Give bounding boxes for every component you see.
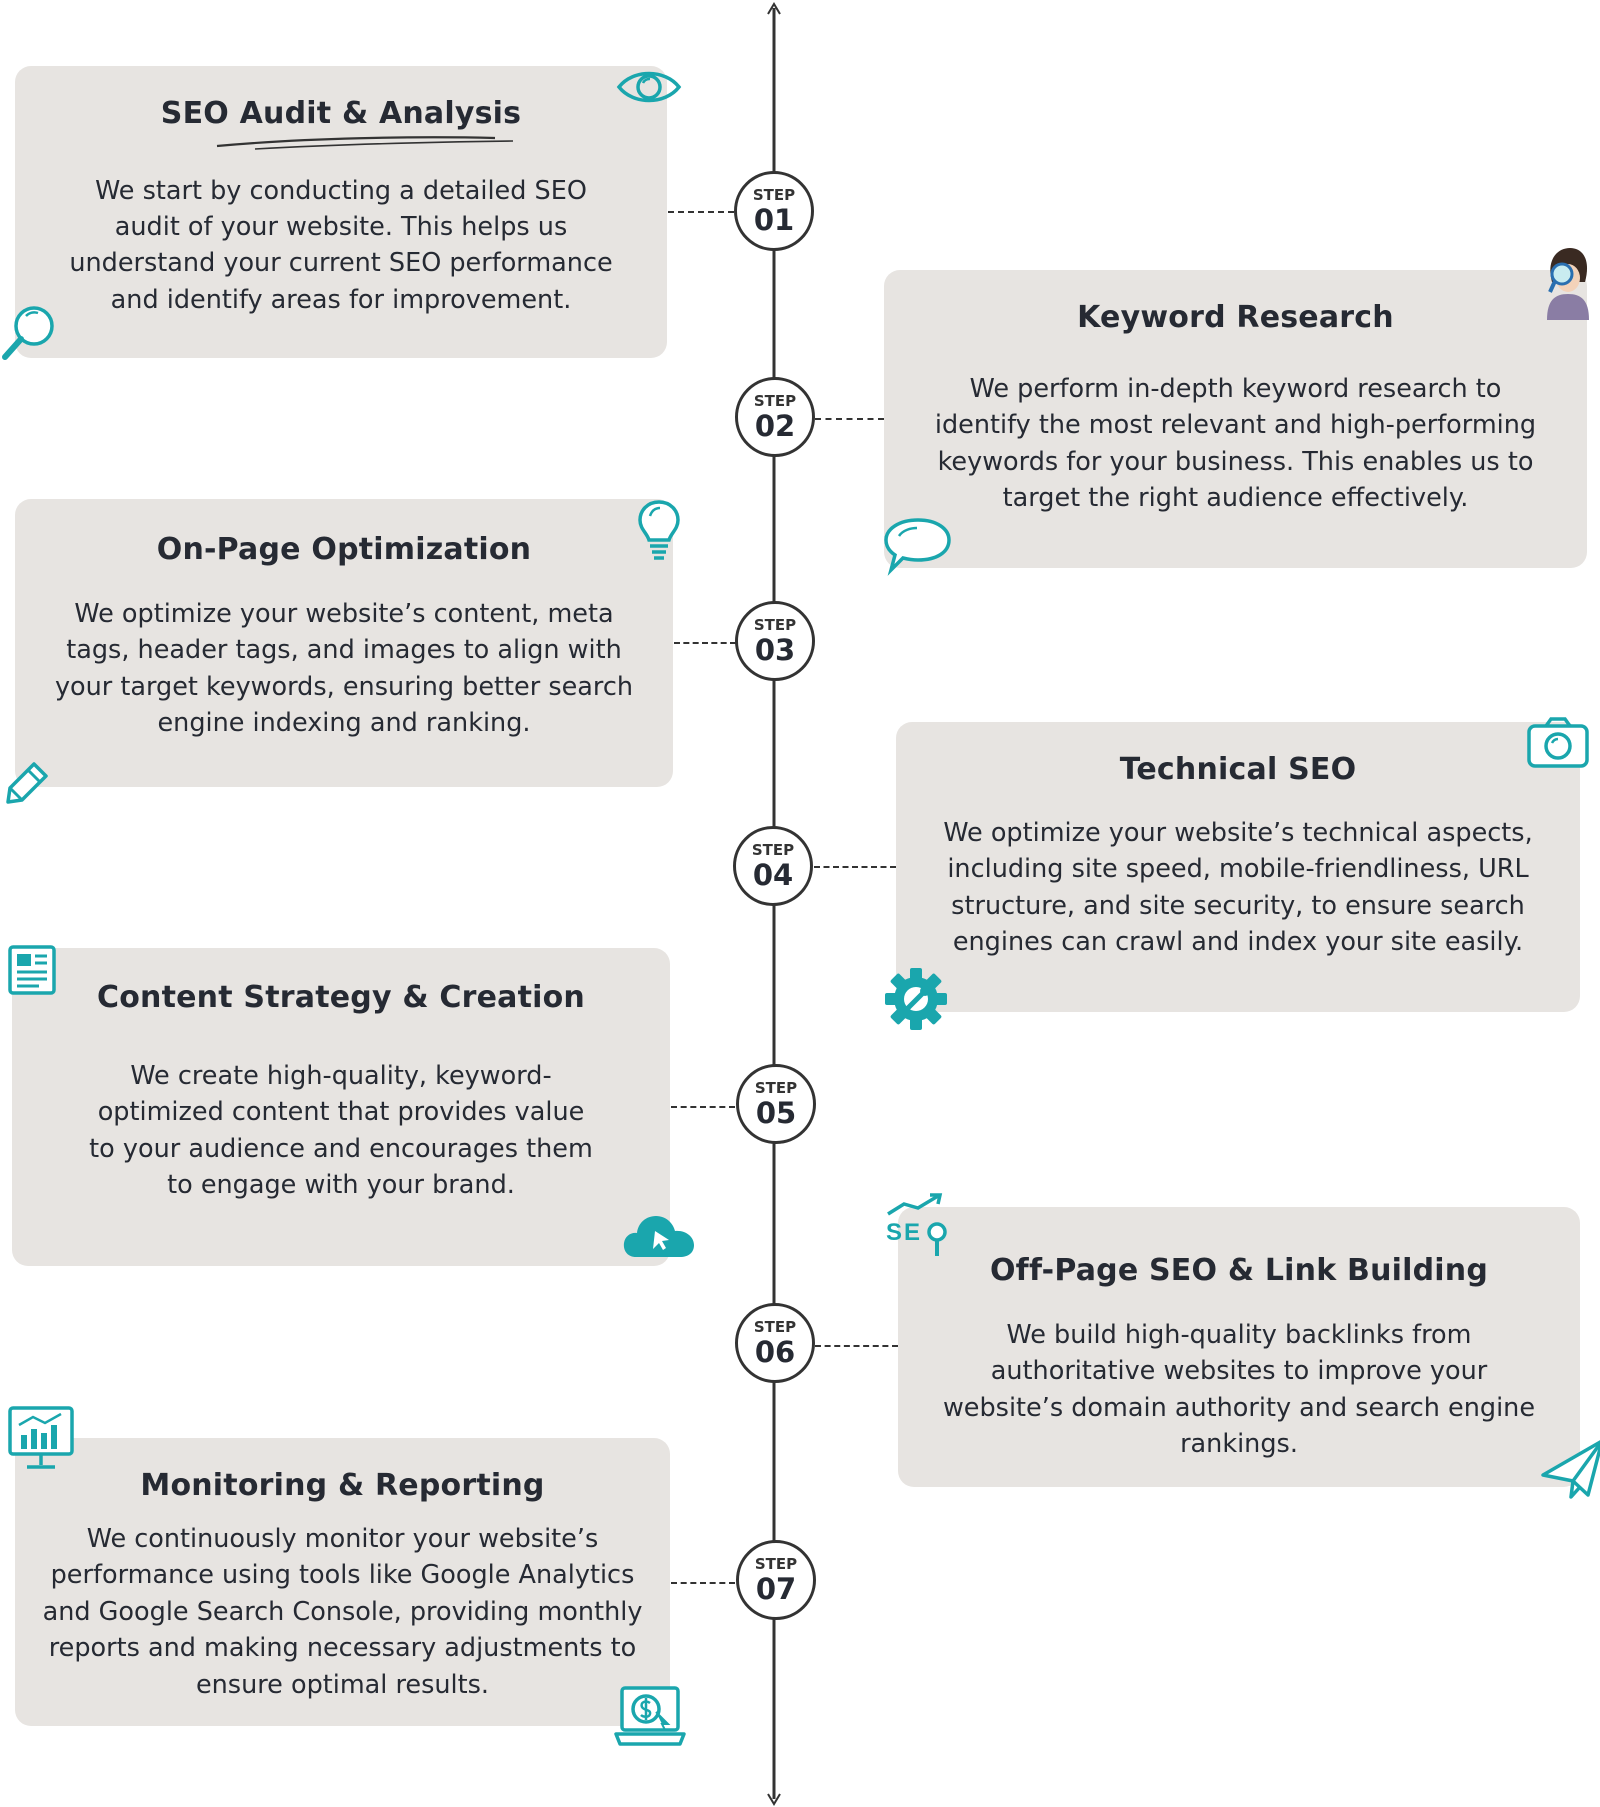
title-underline (216, 136, 514, 150)
lightbulb-icon (638, 500, 680, 560)
step-number: 02 (754, 409, 796, 443)
card-line: your target keywords, ensuring better se… (54, 672, 634, 702)
connector-dash (674, 642, 736, 644)
step-badge-01: STEP 01 (734, 171, 814, 251)
card-line: website’s domain authority and search en… (942, 1393, 1536, 1423)
step-number: 06 (754, 1335, 796, 1369)
card-line: We start by conducting a detailed SEO (95, 176, 587, 206)
cloud-cursor-icon (623, 1216, 694, 1257)
step-label: STEP (754, 1555, 798, 1573)
card-line: optimized content that provides value (97, 1097, 585, 1127)
step-card-monitoring: Monitoring & Reporting We continuously m… (15, 1438, 670, 1726)
card-line: performance using tools like Google Anal… (50, 1560, 635, 1590)
step-number: 07 (755, 1572, 797, 1606)
card-line: to engage with your brand. (167, 1170, 515, 1200)
step-card-content-strategy: Content Strategy & Creation We create hi… (12, 948, 670, 1266)
connector-dash (668, 211, 734, 213)
magnifier-icon (2, 306, 54, 360)
card-line: ensure optimal results. (195, 1670, 490, 1700)
step-card-seo-audit: SEO Audit & Analysis We start by conduct… (15, 66, 667, 358)
card-line: tags, header tags, and images to align w… (66, 635, 622, 665)
card-title: Monitoring & Reporting (140, 1468, 545, 1503)
connector-dash (815, 418, 884, 420)
step-number: 04 (752, 858, 794, 892)
card-line: target the right audience effectively. (1002, 483, 1469, 513)
seo-icon-text: SE (886, 1219, 922, 1246)
step-label: STEP (753, 392, 797, 410)
laptop-dollar-icon (614, 1686, 686, 1746)
step-card-technical-seo: Technical SEO We optimize your website’s… (896, 722, 1580, 1012)
card-line: We create high-quality, keyword- (130, 1061, 552, 1091)
card-line: audit of your website. This helps us (114, 212, 568, 242)
step-badge-07: STEP 07 (736, 1540, 816, 1620)
card-line: to your audience and encourages them (89, 1134, 593, 1164)
card-line: including site speed, mobile-friendlines… (947, 854, 1529, 884)
newspaper-icon (8, 945, 56, 995)
card-title: SEO Audit & Analysis (160, 96, 522, 131)
step-label: STEP (754, 1079, 798, 1097)
card-line: rankings. (1180, 1429, 1298, 1459)
step-badge-03: STEP 03 (735, 601, 815, 681)
card-title: Keyword Research (1077, 300, 1394, 335)
step-badge-06: STEP 06 (735, 1303, 815, 1383)
connector-dash (671, 1582, 735, 1584)
connector-dash (815, 1345, 898, 1347)
card-line: We optimize your website’s content, meta (74, 599, 614, 629)
step-badge-04: STEP 04 (733, 826, 813, 906)
pencil-icon (6, 762, 48, 804)
card-line: We continuously monitor your website’s (86, 1524, 599, 1554)
step-number: 01 (753, 203, 795, 237)
card-line: structure, and site security, to ensure … (951, 891, 1525, 921)
card-line: authoritative websites to improve your (990, 1356, 1488, 1386)
step-number: 03 (754, 633, 796, 667)
card-line: and identify areas for improvement. (110, 285, 572, 315)
gear-wrench-icon (885, 968, 947, 1030)
connector-dash (671, 1106, 735, 1108)
step-number: 05 (755, 1096, 797, 1130)
eye-icon (616, 71, 682, 103)
card-line: We optimize your website’s technical asp… (943, 818, 1533, 848)
speech-bubble-icon (884, 518, 951, 576)
person-magnifier-icon (1547, 248, 1589, 320)
connector-dash (814, 866, 896, 868)
step-card-on-page-optimization: On-Page Optimization We optimize your we… (15, 499, 673, 787)
card-title: Off-Page SEO & Link Building (989, 1253, 1488, 1288)
step-label: STEP (753, 616, 797, 634)
camera-icon (1527, 717, 1589, 768)
card-line: identify the most relevant and high-perf… (934, 410, 1537, 440)
card-title: Content Strategy & Creation (97, 980, 585, 1015)
step-card-keyword-research: Keyword Research We perform in-depth key… (884, 270, 1587, 568)
card-title: Technical SEO (1119, 752, 1357, 787)
seo-growth-icon: SE (886, 1193, 947, 1256)
card-line: engines can crawl and index your site ea… (952, 927, 1524, 957)
card-line: reports and making necessary adjustments… (48, 1633, 637, 1663)
card-line: engine indexing and ranking. (157, 708, 531, 738)
step-badge-05: STEP 05 (736, 1064, 816, 1144)
card-line: and Google Search Console, providing mon… (42, 1597, 643, 1627)
card-line: understand your current SEO performance (69, 248, 613, 278)
step-label: STEP (753, 1318, 797, 1336)
step-card-off-page-seo: Off-Page SEO & Link Building We build hi… (898, 1207, 1580, 1487)
monitor-chart-icon (8, 1406, 74, 1469)
card-line: We perform in-depth keyword research to (969, 374, 1502, 404)
card-title: On-Page Optimization (156, 532, 532, 567)
paper-plane-icon (1541, 1440, 1600, 1499)
card-line: We build high-quality backlinks from (1006, 1320, 1472, 1350)
step-badge-02: STEP 02 (735, 377, 815, 457)
card-line: keywords for your business. This enables… (937, 447, 1534, 477)
step-label: STEP (751, 841, 795, 859)
step-label: STEP (752, 186, 796, 204)
